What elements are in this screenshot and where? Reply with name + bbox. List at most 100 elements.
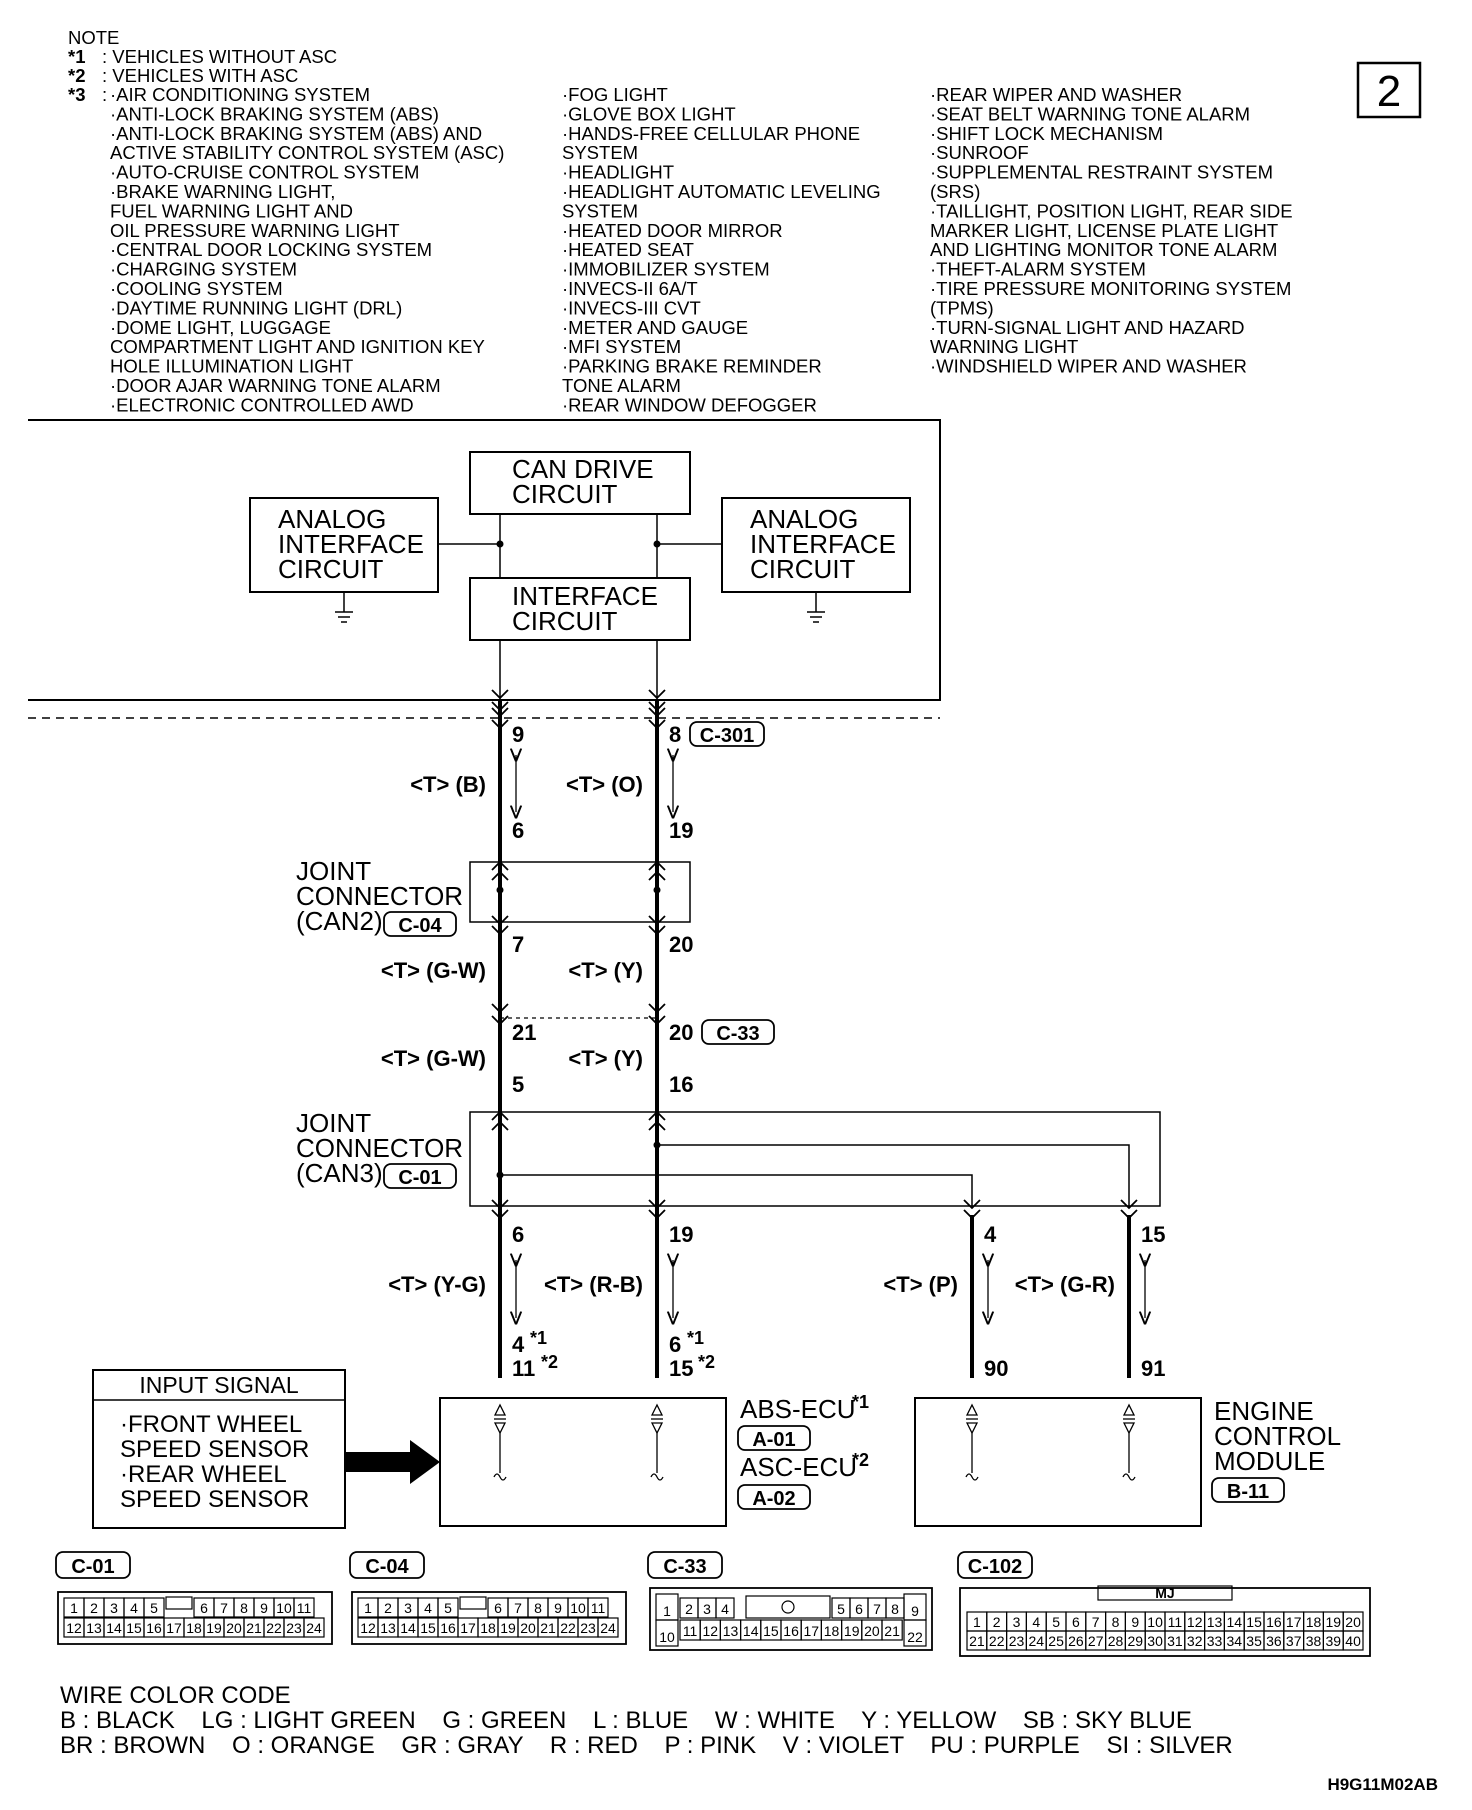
pin-15: 15: [1141, 1222, 1165, 1247]
figure-code: H9G11M02AB: [1327, 1775, 1438, 1794]
connector-cavity: [597, 1617, 619, 1638]
note-star1-mark: *1: [68, 46, 86, 67]
connector-chevron: [963, 1199, 981, 1210]
interface-label-1: INTERFACE: [512, 581, 658, 611]
engine-control-module-box: [914, 1397, 1202, 1527]
page-badge: [1356, 61, 1422, 119]
cavity-number: 22: [989, 1633, 1005, 1649]
note-line: (SRS): [930, 181, 980, 202]
connector-cavity: [587, 1597, 609, 1618]
cavity-number: 3: [1013, 1614, 1021, 1630]
joint-connector-can3-box: [469, 1111, 1161, 1207]
cavity-number: 4: [424, 1600, 432, 1616]
ecm-label-3: MODULE: [1214, 1446, 1325, 1476]
connector-ref-a01-box: [737, 1425, 811, 1451]
connector-ref-b11-box: [1211, 1477, 1285, 1503]
note-column-1: ·AIR CONDITIONING SYSTEM·ANTI-LOCK BRAKI…: [110, 84, 504, 415]
connector-ref-a02: A-02: [752, 1488, 795, 1510]
cavity-number: 10: [276, 1600, 292, 1616]
ecm-label-2: CONTROL: [1214, 1421, 1341, 1451]
connector-chevron: [491, 870, 509, 881]
note-line: ·BRAKE WARNING LIGHT,: [110, 181, 335, 202]
cavity-number: 20: [226, 1620, 242, 1636]
cavity-number: 28: [1108, 1633, 1124, 1649]
analog-right-label-2: INTERFACE: [750, 529, 896, 559]
terminal-symbol: [650, 1403, 664, 1416]
connector-ref-a02-box: [737, 1484, 811, 1510]
unit-boundary: [28, 419, 941, 701]
note-section: NOTE *1 : VEHICLES WITHOUT ASC *2 : VEHI…: [68, 27, 1293, 415]
cavity-number: 30: [1147, 1633, 1163, 1649]
abs-asc-ecu-box: [439, 1397, 727, 1527]
cavity-number: 1: [663, 1603, 671, 1619]
connector-face-ref-c102-box: [957, 1551, 1033, 1579]
note-line: ·ELECTRONIC CONTROLLED AWD: [110, 394, 414, 415]
cavity-number: 24: [600, 1620, 616, 1636]
pin-star1-mark: *1: [530, 1328, 547, 1348]
wire-color-code-row-1: B : BLACK LG : LIGHT GREEN G : GREEN L :…: [60, 1707, 1192, 1734]
note-line: ·REAR WINDOW DEFOGGER: [562, 394, 817, 415]
note-line: ·PARKING BRAKE REMINDER: [562, 356, 822, 377]
connector-ref-c01: C-01: [398, 1167, 441, 1189]
connector-chevron: [648, 870, 666, 881]
cavity-number: 3: [703, 1601, 711, 1617]
pin-91: 91: [1141, 1356, 1165, 1381]
connector-chevron: [648, 707, 666, 718]
note-star3-sep: :: [102, 84, 107, 105]
cavity-number: 15: [1246, 1614, 1262, 1630]
connector-chevron: [963, 1209, 981, 1220]
cavity-number: 9: [554, 1600, 562, 1616]
note-line: ·TURN-SIGNAL LIGHT AND HAZARD: [930, 317, 1245, 338]
wire-label: <T> (R-B): [544, 1272, 643, 1297]
connector-chevrons: [491, 689, 1138, 1220]
cavity-number: 10: [1147, 1614, 1163, 1630]
cavity-number: 24: [1029, 1633, 1045, 1649]
cavity-number: 7: [220, 1600, 228, 1616]
cavity-number: 20: [864, 1623, 880, 1639]
cavity-number: 37: [1286, 1633, 1302, 1649]
cavity-number: 3: [110, 1600, 118, 1616]
cavity-number: 4: [1032, 1614, 1040, 1630]
note-line: ·METER AND GAUGE: [562, 317, 748, 338]
connector-face-ref-c33: C-33: [663, 1556, 706, 1578]
connector-chevron: [491, 707, 509, 718]
wire-label: <T> (Y): [568, 1046, 643, 1071]
connector-chevron: [648, 1209, 666, 1220]
connector-face-ref-c04: C-04: [365, 1556, 409, 1578]
note-line: WARNING LIGHT: [930, 336, 1078, 357]
pin-star2-mark: *2: [698, 1352, 715, 1372]
cavity-number: 19: [844, 1623, 860, 1639]
connector-ref-a01: A-01: [752, 1429, 795, 1451]
can3-internal-wiring: [500, 1144, 1130, 1206]
cavity-number: 34: [1227, 1633, 1243, 1649]
connector-cavity: [655, 1619, 679, 1647]
connector-chevron: [648, 1003, 666, 1014]
cavity-number: 6: [200, 1600, 208, 1616]
cavity-number: 8: [534, 1600, 542, 1616]
connector-chevron: [648, 1120, 666, 1131]
pin-11-star2: 11: [512, 1356, 535, 1381]
joint-connector-can2-box: [469, 861, 691, 923]
interface-circuit-box: [469, 577, 691, 641]
cavity-number: 7: [873, 1601, 881, 1617]
terminal-symbol: [1122, 1473, 1136, 1481]
note-line: ·INVECS-III CVT: [562, 297, 701, 318]
can-drive-label-1: CAN DRIVE: [512, 454, 654, 484]
note-line: SYSTEM: [562, 200, 638, 221]
connector-chevron: [1120, 1209, 1138, 1220]
page-badge-number: 2: [1377, 67, 1401, 116]
note-line: ·WINDSHIELD WIPER AND WASHER: [930, 356, 1247, 377]
cavity-number: 13: [380, 1620, 396, 1636]
pin-15-star2: 15: [669, 1356, 693, 1381]
note-line: ·IMMOBILIZER SYSTEM: [562, 259, 770, 280]
note-line: ·TIRE PRESSURE MONITORING SYSTEM: [930, 278, 1291, 299]
wire-label: <T> (G-W): [381, 1046, 486, 1071]
connector-outline: [57, 1591, 333, 1645]
cavity-number: 26: [1068, 1633, 1084, 1649]
input-signal-box: [92, 1369, 346, 1529]
cavity-number: 18: [824, 1623, 840, 1639]
wire-label: <T> (Y-G): [388, 1272, 486, 1297]
pin-20: 20: [669, 1020, 693, 1045]
connector-cavity: [293, 1597, 315, 1618]
junction-dot: [496, 1171, 504, 1179]
